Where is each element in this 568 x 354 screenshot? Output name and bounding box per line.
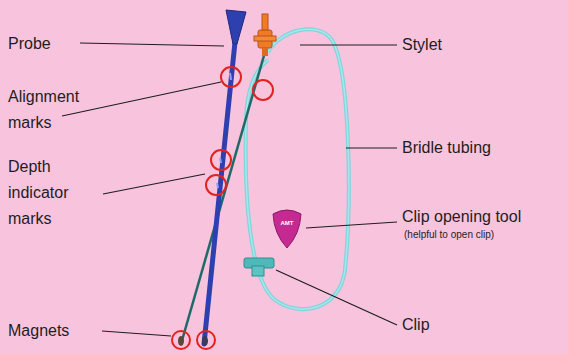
bridle-tubing: [246, 29, 349, 309]
leader-lines: [62, 43, 397, 336]
alignment-mark: [230, 73, 231, 80]
magnet: [178, 336, 184, 346]
stylet-cap: [262, 14, 268, 30]
part-label: Probe: [8, 35, 51, 53]
part-label: Alignment marks: [8, 84, 88, 136]
stylet-wire: [181, 52, 265, 344]
stylet-neck: [262, 48, 268, 56]
part-label: Clip opening tool: [402, 208, 521, 226]
logo-text: AMT: [278, 219, 296, 227]
depth-mark: [220, 158, 221, 163]
magnet: [202, 336, 208, 346]
part-label: Depth indicator marks: [8, 154, 100, 232]
clip-opening-tool: [273, 210, 301, 248]
clip-body: [252, 266, 264, 276]
depth-mark: [217, 183, 218, 188]
part-label: Stylet: [402, 36, 442, 54]
probe-handle: [226, 10, 246, 44]
part-label: Bridle tubing: [402, 139, 491, 157]
tubing-highlight: [246, 29, 349, 309]
part-label: Clip: [402, 316, 430, 334]
stylet-wings: [254, 36, 276, 41]
part-label: Magnets: [8, 322, 69, 340]
note-label: (helpful to open clip): [404, 229, 494, 241]
highlight-circles: [172, 67, 273, 349]
